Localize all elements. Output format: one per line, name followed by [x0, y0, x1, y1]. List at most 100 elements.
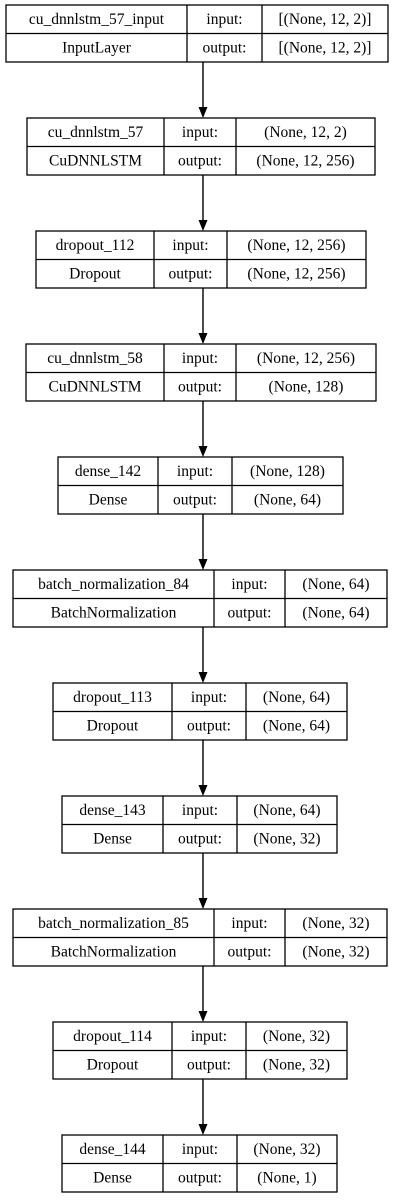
- output-label: output:: [228, 604, 272, 621]
- input-shape: (None, 32): [263, 1028, 330, 1045]
- input-label: input:: [182, 124, 218, 141]
- layer-name: batch_normalization_84: [38, 576, 189, 593]
- output-shape: (None, 64): [254, 491, 321, 508]
- arrowhead-icon: [198, 446, 208, 457]
- layer-name: cu_dnnlstm_57: [48, 124, 144, 141]
- output-label: output:: [228, 943, 272, 960]
- output-shape: [(None, 12, 2)]: [279, 39, 372, 56]
- layer-name: cu_dnnlstm_58: [47, 350, 143, 367]
- input-shape: (None, 32): [302, 915, 369, 932]
- input-label: input:: [182, 1141, 218, 1158]
- layer-type: CuDNNLSTM: [49, 152, 142, 169]
- layer-type: BatchNormalization: [51, 604, 177, 621]
- output-label: output:: [178, 152, 222, 169]
- edge-arrow: [198, 514, 208, 570]
- arrowhead-icon: [198, 785, 208, 796]
- output-label: output:: [178, 1169, 222, 1186]
- output-shape: (None, 1): [257, 1169, 316, 1186]
- input-shape: (None, 32): [253, 1141, 320, 1158]
- layer-type: Dropout: [87, 1056, 139, 1073]
- input-shape: (None, 128): [250, 463, 325, 480]
- layer-type: InputLayer: [62, 39, 132, 56]
- input-label: input:: [231, 576, 267, 593]
- input-label: input:: [172, 237, 208, 254]
- arrowhead-icon: [198, 559, 208, 570]
- input-label: input:: [177, 463, 213, 480]
- layer-type: BatchNormalization: [51, 943, 177, 960]
- output-label: output:: [203, 39, 247, 56]
- layer-name: dropout_114: [73, 1028, 152, 1045]
- layer-name: dropout_112: [56, 237, 135, 254]
- layer-type: CuDNNLSTM: [48, 378, 141, 395]
- output-shape: (None, 32): [263, 1056, 330, 1073]
- edge-arrow: [198, 853, 208, 909]
- layer-node: batch_normalization_85BatchNormalization…: [12, 908, 388, 967]
- arrowhead-icon: [198, 1011, 208, 1022]
- input-shape: [(None, 12, 2)]: [279, 11, 372, 28]
- arrowhead-icon: [198, 107, 208, 118]
- input-label: input:: [206, 11, 242, 28]
- arrowhead-icon: [198, 1124, 208, 1135]
- layer-name: batch_normalization_85: [38, 915, 189, 932]
- layer-type: Dense: [89, 491, 128, 508]
- edge-arrow: [198, 1079, 208, 1135]
- input-shape: (None, 64): [302, 576, 369, 593]
- output-label: output:: [187, 1056, 231, 1073]
- input-shape: (None, 64): [253, 802, 320, 819]
- arrowhead-icon: [198, 333, 208, 344]
- layer-type: Dropout: [87, 717, 139, 734]
- input-shape: (None, 12, 256): [257, 350, 355, 367]
- output-label: output:: [178, 830, 222, 847]
- arrowhead-icon: [198, 898, 208, 909]
- output-label: output:: [178, 378, 222, 395]
- input-label: input:: [182, 802, 218, 819]
- layer-name: dense_142: [75, 463, 141, 480]
- input-shape: (None, 64): [263, 689, 330, 706]
- input-shape: (None, 12, 2): [264, 124, 347, 141]
- output-shape: (None, 64): [263, 717, 330, 734]
- output-shape: (None, 64): [302, 604, 369, 621]
- output-label: output:: [173, 491, 217, 508]
- edges-group: [198, 62, 208, 1135]
- layer-name: dropout_113: [73, 689, 152, 706]
- input-label: input:: [191, 1028, 227, 1045]
- output-label: output:: [187, 717, 231, 734]
- layer-type: Dense: [93, 830, 132, 847]
- input-label: input:: [191, 689, 227, 706]
- edge-arrow: [198, 627, 208, 683]
- layer-name: dense_144: [79, 1141, 146, 1158]
- edge-arrow: [198, 966, 208, 1022]
- edge-arrow: [198, 288, 208, 344]
- output-shape: (None, 32): [253, 830, 320, 847]
- layer-name: dense_143: [79, 802, 146, 819]
- output-shape: (None, 128): [269, 378, 344, 395]
- input-label: input:: [182, 350, 218, 367]
- layer-type: Dense: [93, 1169, 132, 1186]
- edge-arrow: [198, 175, 208, 231]
- input-label: input:: [231, 915, 267, 932]
- output-shape: (None, 12, 256): [247, 265, 345, 282]
- layer-type: Dropout: [69, 265, 121, 282]
- output-shape: (None, 12, 256): [256, 152, 354, 169]
- arrowhead-icon: [198, 220, 208, 231]
- layer-name: cu_dnnlstm_57_input: [29, 11, 165, 28]
- output-shape: (None, 32): [302, 943, 369, 960]
- output-label: output:: [169, 265, 213, 282]
- edge-arrow: [198, 401, 208, 457]
- input-shape: (None, 12, 256): [247, 237, 345, 254]
- edge-arrow: [198, 62, 208, 118]
- arrowhead-icon: [198, 672, 208, 683]
- layer-node: batch_normalization_84BatchNormalization…: [12, 569, 388, 628]
- edge-arrow: [198, 740, 208, 796]
